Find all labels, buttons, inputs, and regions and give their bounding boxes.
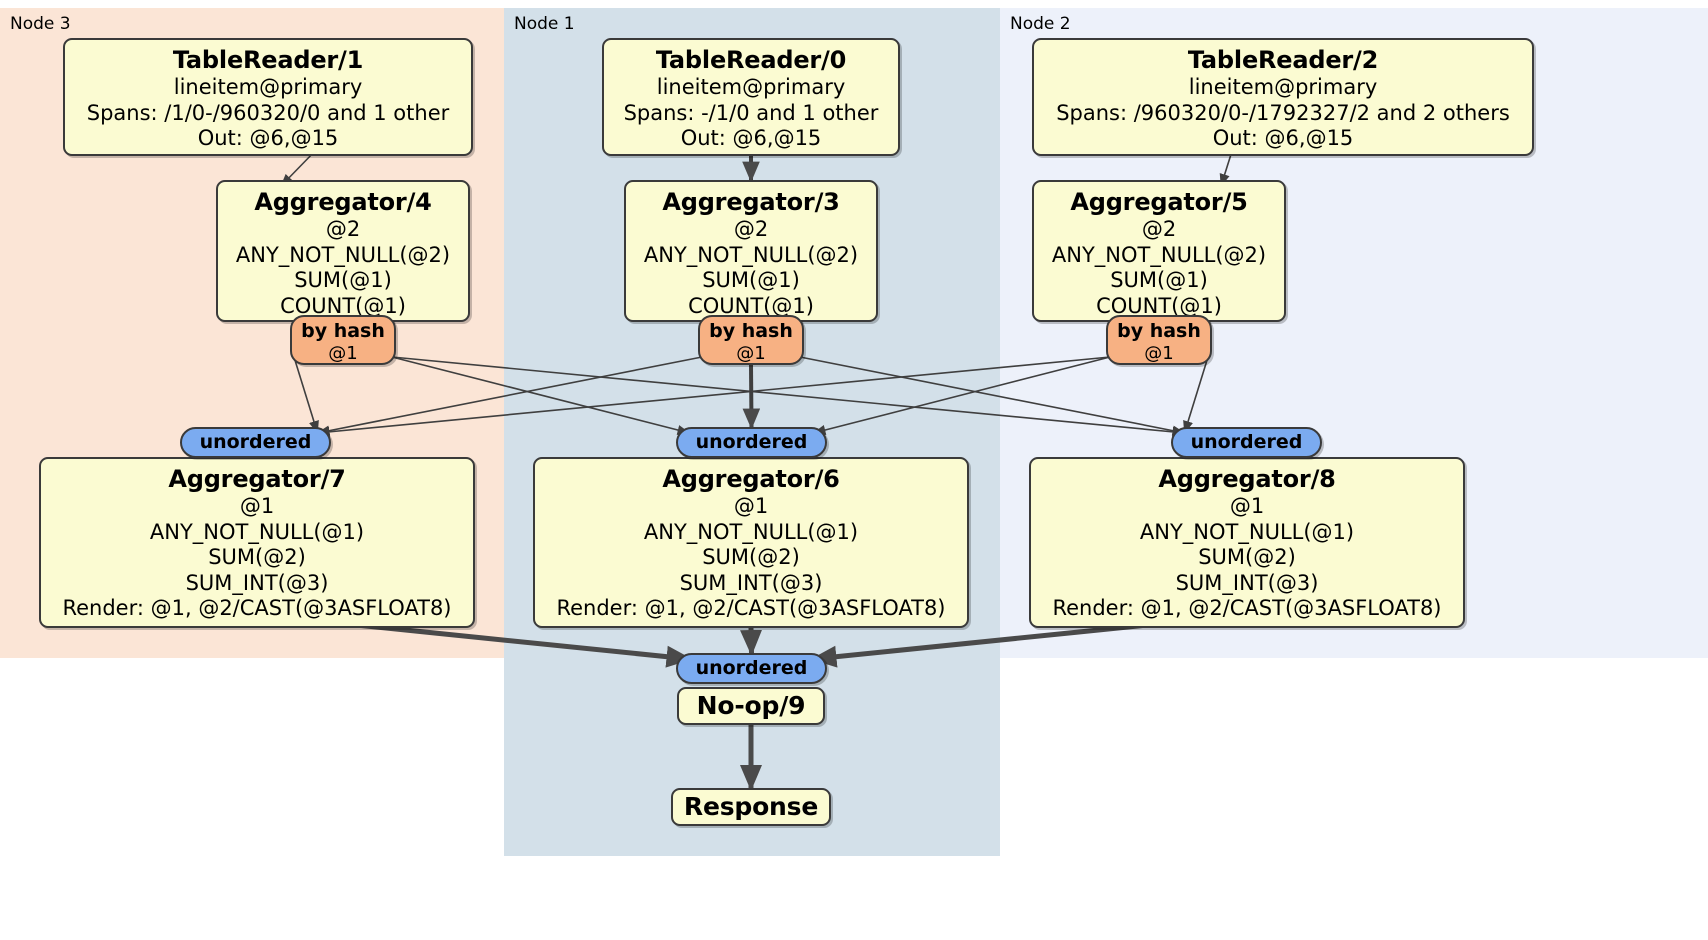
processor-detail-line: @1 [1229, 494, 1265, 518]
processor-title: Aggregator/8 [1158, 465, 1336, 493]
edge-hash5-to-unordered6 [812, 356, 1111, 435]
terminal-response[interactable]: Response [671, 788, 831, 826]
edge-hash4-to-unordered6 [391, 356, 691, 435]
router-label: by hash [301, 320, 385, 342]
processor-detail-line: Spans: /1/0-/960320/0 and 1 other [86, 100, 450, 125]
router-sublabel: @1 [1144, 343, 1174, 364]
processor-detail-line: ANY_NOT_NULL(@1) [643, 519, 859, 544]
edge-hash3-to-unordered8 [799, 356, 1186, 436]
router-label: by hash [1117, 320, 1201, 342]
hash-router-hash4[interactable]: by hash@1 [290, 315, 396, 365]
node-panel-label: Node 1 [514, 14, 575, 34]
processor-detail-line: SUM(@2) [702, 545, 800, 569]
processor-detail-line: COUNT(@1) [1096, 293, 1222, 318]
processor-detail-line: SUM(@2) [208, 545, 306, 569]
processor-detail-line: ANY_NOT_NULL(@1) [149, 519, 365, 544]
processor-detail-line: SUM_INT(@3) [185, 570, 329, 595]
processor-detail-line: ANY_NOT_NULL(@2) [1051, 242, 1267, 267]
processor-detail-line: ANY_NOT_NULL(@1) [1139, 519, 1355, 544]
router-sublabel: @1 [736, 343, 766, 364]
processor-detail-line: SUM(@1) [294, 268, 392, 292]
processor-detail-line: lineitem@primary [173, 75, 363, 99]
processor-detail-line: Render: @1, @2/CAST(@3ASFLOAT8) [62, 596, 452, 620]
processor-title: Aggregator/4 [254, 188, 432, 216]
processor-detail-line: lineitem@primary [656, 75, 846, 99]
processor-detail-line: @2 [1141, 217, 1177, 241]
edge-hash4-to-unordered7 [293, 356, 319, 434]
hash-router-hash3[interactable]: by hash@1 [698, 315, 804, 365]
processor-detail-line: @2 [325, 217, 361, 241]
edge-hash5-to-unordered8 [1183, 356, 1209, 434]
router-label: unordered [695, 657, 808, 679]
processor-detail-line: ANY_NOT_NULL(@2) [643, 242, 859, 267]
terminal-title: No-op/9 [696, 691, 806, 720]
edge-hash3-to-unordered6 [742, 364, 761, 430]
processor-detail-line: @1 [733, 494, 769, 518]
processor-detail-line: lineitem@primary [1188, 75, 1378, 99]
terminal-title: Response [683, 792, 819, 821]
processor-detail-line: Render: @1, @2/CAST(@3ASFLOAT8) [1052, 596, 1442, 620]
hash-router-hash5[interactable]: by hash@1 [1106, 315, 1212, 365]
processor-detail-line: Spans: -/1/0 and 1 other [623, 100, 879, 125]
router-label: unordered [199, 431, 312, 453]
processor-detail-line: COUNT(@1) [688, 293, 814, 318]
processor-detail-line: Spans: /960320/0-/1792327/2 and 2 others [1056, 100, 1510, 125]
processor-title: TableReader/0 [655, 46, 847, 74]
processor-detail-line: SUM_INT(@3) [679, 570, 823, 595]
router-label: unordered [1190, 431, 1303, 453]
unordered-router-unordered8[interactable]: unordered [1171, 427, 1322, 458]
processor-detail-line: SUM(@2) [1198, 545, 1296, 569]
processor-detail-line: COUNT(@1) [280, 293, 406, 318]
processor-detail-line: @2 [733, 217, 769, 241]
processor-detail-line: SUM_INT(@3) [1175, 570, 1319, 595]
processor-detail-line: SUM(@1) [702, 268, 800, 292]
processor-title: Aggregator/7 [168, 465, 346, 493]
processor-detail-line: Out: @6,@15 [197, 126, 339, 150]
thin-edges [280, 147, 1234, 437]
node-panel-label: Node 3 [10, 14, 71, 34]
unordered-router-unordered7[interactable]: unordered [180, 427, 331, 458]
processor-detail-line: Render: @1, @2/CAST(@3ASFLOAT8) [556, 596, 946, 620]
unordered-router-unordered6[interactable]: unordered [676, 427, 827, 458]
processor-title: TableReader/1 [172, 46, 364, 74]
processor-detail-line: ANY_NOT_NULL(@2) [235, 242, 451, 267]
router-sublabel: @1 [328, 343, 358, 364]
edge-aggregator6-to-unordered9 [740, 627, 763, 656]
router-label: by hash [709, 320, 793, 342]
processor-title: TableReader/2 [1187, 46, 1379, 74]
node-panel-label: Node 2 [1010, 14, 1071, 34]
processor-title: Aggregator/5 [1070, 188, 1248, 216]
processor-detail-line: @1 [239, 494, 275, 518]
router-label: unordered [695, 431, 808, 453]
processor-detail-line: Out: @6,@15 [680, 126, 822, 150]
edge-hash4-to-unordered8 [391, 356, 1186, 437]
edge-hash5-to-unordered7 [316, 356, 1111, 437]
processor-title: Aggregator/3 [662, 188, 840, 216]
unordered-router-unordered9[interactable]: unordered [676, 653, 827, 684]
processor-title: Aggregator/6 [662, 465, 840, 493]
processor-detail-line: SUM(@1) [1110, 268, 1208, 292]
terminal-noop9[interactable]: No-op/9 [677, 687, 825, 725]
processor-detail-line: Out: @6,@15 [1212, 126, 1354, 150]
edge-hash3-to-unordered7 [316, 356, 703, 436]
